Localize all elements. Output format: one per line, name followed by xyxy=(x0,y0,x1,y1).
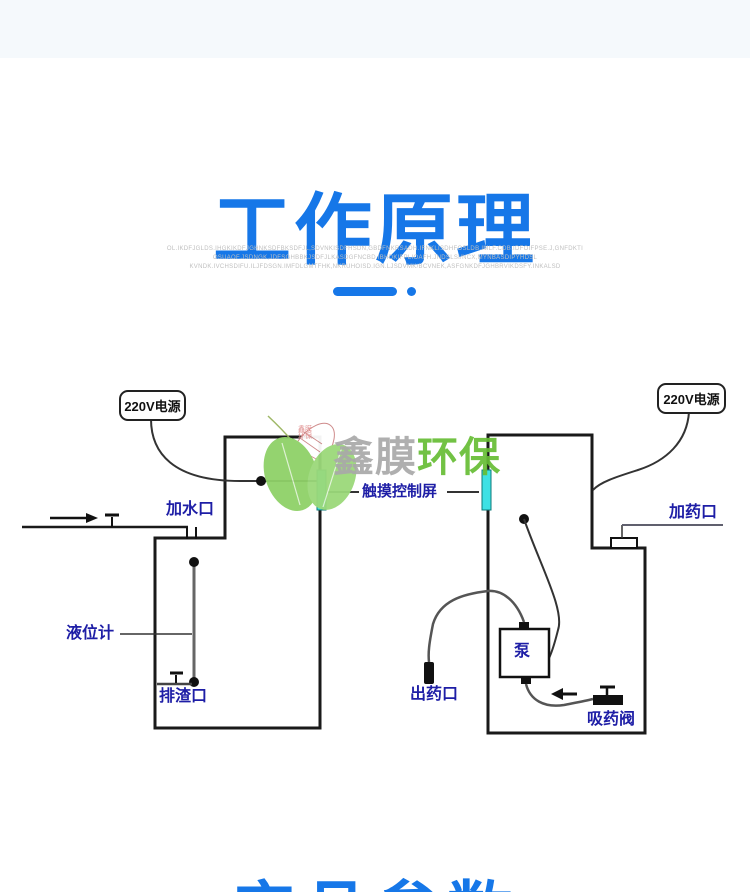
power-box-right-label: 220V电源 xyxy=(663,392,720,407)
left-wire-junction-dot xyxy=(256,476,266,486)
suction-arrow-head-icon xyxy=(551,688,563,700)
level-gauge-label: 液位计 xyxy=(66,625,115,642)
next-section-title: 产品参数 xyxy=(0,876,750,892)
power-box-right: 220V电源 xyxy=(657,383,726,414)
outlet-tube xyxy=(427,589,526,663)
flow-arrow-head-icon xyxy=(86,513,98,523)
right-touchscreen-panel xyxy=(481,469,492,511)
brand-watermark-gray: 鑫膜 xyxy=(333,434,417,480)
right-tank-outline xyxy=(486,433,647,735)
water-inlet-label: 加水口 xyxy=(166,501,215,518)
pump-label: 泵 xyxy=(514,643,531,660)
divider-bar xyxy=(333,287,397,296)
divider-dot xyxy=(407,287,416,296)
power-box-left: 220V电源 xyxy=(119,390,186,421)
left-power-wire xyxy=(150,418,317,482)
outlet-port-label: 出药口 xyxy=(410,686,459,703)
top-background-band xyxy=(0,0,750,58)
section-title: 工作原理 xyxy=(212,186,537,275)
right-power-wire xyxy=(592,411,690,491)
decorative-subtext: OL.IKDFJGLDS.IHGKIKDFJGHNKSDFBKSDFJL,SDV… xyxy=(166,246,584,270)
suction-tube xyxy=(524,683,594,707)
leaf-right-vein xyxy=(322,446,343,508)
power-box-left-label: 220V电源 xyxy=(124,399,181,414)
drain-port-label: 排渣口 xyxy=(159,688,208,705)
outlet-nozzle-icon xyxy=(424,662,434,684)
suction-valve-label: 吸药阀 xyxy=(587,711,636,728)
pump-power-wire xyxy=(523,518,561,659)
touchscreen-label: 触摸控制屏 xyxy=(362,483,438,500)
level-gauge-top-dot xyxy=(189,557,199,567)
leaf-left-vein xyxy=(281,442,301,506)
brand-watermark-green: 环保 xyxy=(417,434,501,480)
level-gauge-bottom-dot xyxy=(189,677,199,687)
pump-bottom-port xyxy=(521,676,531,684)
suction-valve-body xyxy=(593,695,623,705)
leaf-watermark-icon xyxy=(263,415,357,512)
brand-watermark-mini: 鑫膜 环保 xyxy=(298,426,312,440)
dosing-port-label: 加药口 xyxy=(669,504,718,521)
pump-top-port xyxy=(519,622,529,630)
dosing-port-fitting xyxy=(610,537,638,549)
brand-watermark: 鑫膜环保 xyxy=(333,437,501,478)
